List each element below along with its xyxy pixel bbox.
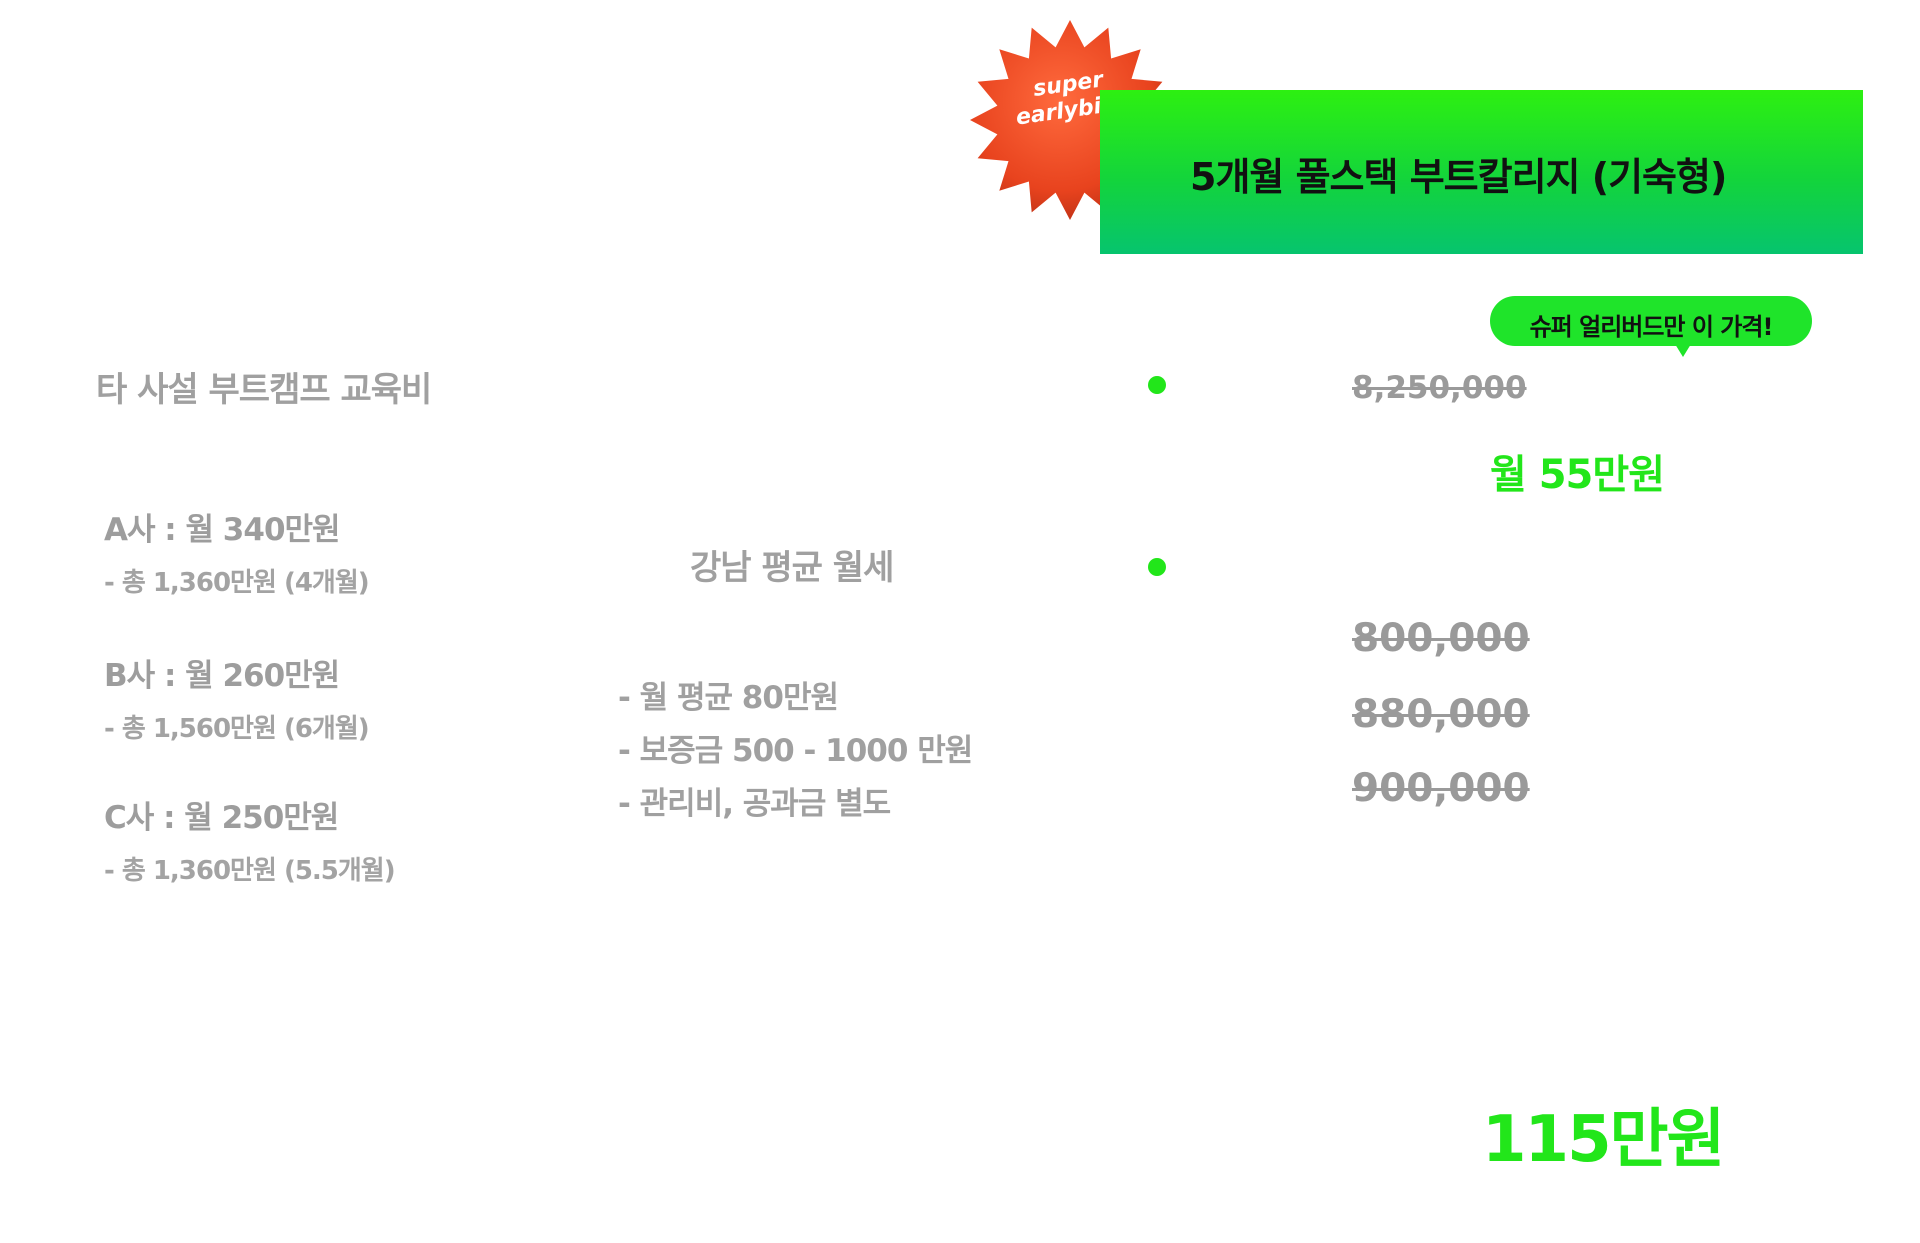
bullet-dot-icon (1148, 376, 1166, 394)
page-title: 5개월 풀스택 부트칼리지 (기숙형) (1190, 155, 1727, 199)
company-c-monthly: C사 : 월 250만원 (104, 800, 339, 836)
rent-item: - 보증금 500 - 1000 만원 (618, 733, 973, 769)
rent-price-3: 900,000 (1352, 766, 1530, 811)
company-a-total: - 총 1,360만원 (4개월) (104, 568, 370, 598)
gangnam-rent-heading: 강남 평균 월세 (690, 548, 894, 588)
super-earlybird-bubble: 슈퍼 얼리버드만 이 가격! (1490, 296, 1812, 346)
company-b-monthly: B사 : 월 260만원 (104, 658, 340, 694)
monthly-price: 월 55만원 (1490, 452, 1665, 498)
rent-price-2: 880,000 (1352, 692, 1530, 737)
total-price: 115만원 (1482, 1103, 1725, 1177)
rent-item: - 관리비, 공과금 별도 (618, 786, 891, 822)
bootcamp-cost-heading: 타 사설 부트캠프 교육비 (96, 370, 432, 410)
company-c-total: - 총 1,360만원 (5.5개월) (104, 856, 396, 886)
bubble-tail-icon (1675, 344, 1691, 357)
rent-item: - 월 평균 80만원 (618, 680, 839, 716)
header-banner: 5개월 풀스택 부트칼리지 (기숙형) (1100, 90, 1863, 254)
rent-price-1: 800,000 (1352, 616, 1530, 661)
original-price: 8,250,000 (1352, 370, 1527, 406)
bullet-dot-icon (1148, 558, 1166, 576)
bubble-label: 슈퍼 얼리버드만 이 가격! (1529, 313, 1774, 341)
company-b-total: - 총 1,560만원 (6개월) (104, 714, 370, 744)
company-a-monthly: A사 : 월 340만원 (104, 512, 341, 548)
